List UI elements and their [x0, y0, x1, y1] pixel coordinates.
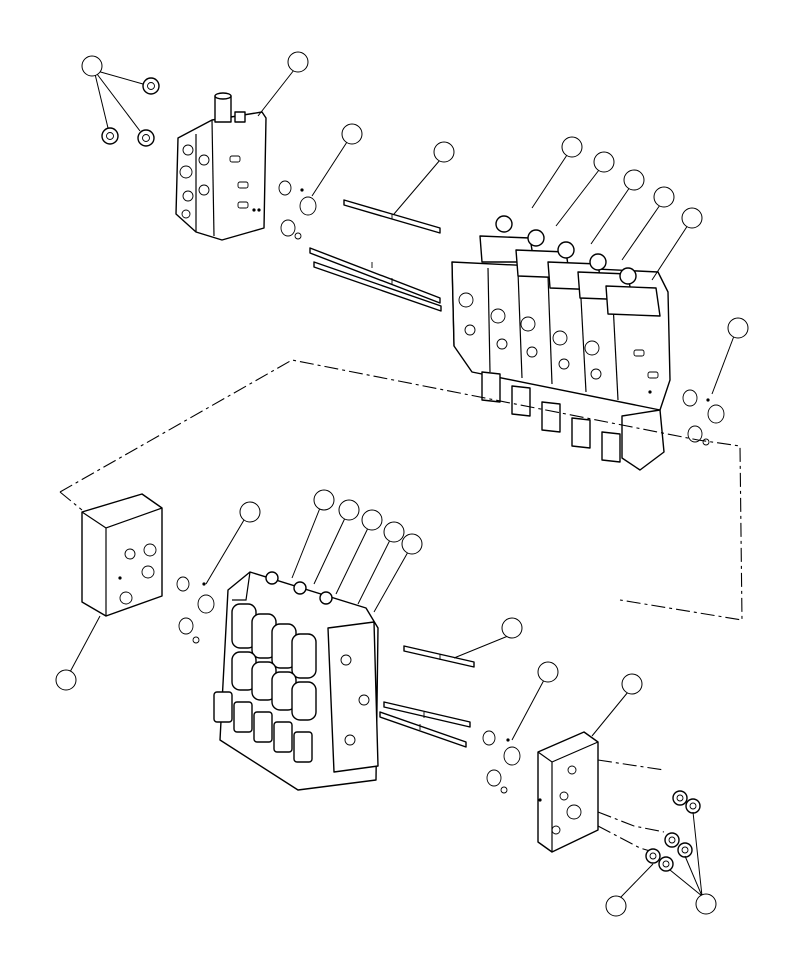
callout-bubble [605, 895, 627, 917]
tie-rods-top [309, 199, 442, 312]
callout-bubble [537, 661, 559, 683]
callout-bubble [681, 207, 703, 229]
callout-bubble [501, 617, 523, 639]
callout-bubble [287, 51, 309, 73]
tie-rods-middle [379, 645, 475, 748]
callout-bubble [401, 533, 423, 555]
o-rings-top-left [278, 180, 317, 240]
hex-nuts-top [101, 77, 160, 147]
callout-bubble [383, 521, 405, 543]
callout-bubble [593, 151, 615, 173]
callout-bubble [313, 489, 335, 511]
callout-bubble [341, 123, 363, 145]
end-cover-middle [81, 493, 163, 617]
callout-bubble [338, 499, 360, 521]
o-rings-middle-right [482, 730, 521, 794]
valve-stack-top [451, 215, 671, 471]
callout-bubble [239, 501, 261, 523]
callout-bubble [621, 673, 643, 695]
valve-stack-middle [213, 571, 379, 791]
callout-bubble [727, 317, 749, 339]
o-rings-top-right [682, 389, 725, 446]
callout-bubble [433, 141, 455, 163]
inlet-end-cover-top [175, 92, 267, 241]
callout-bubble [695, 893, 717, 915]
assembly-path-lines [59, 359, 743, 621]
hex-nuts-bottom [645, 790, 701, 872]
callout-bubble [81, 55, 103, 77]
callout-leaders [69, 69, 735, 899]
callout-bubble [623, 169, 645, 191]
callout-bubble [55, 669, 77, 691]
o-rings-middle-left [176, 576, 215, 644]
callout-bubble [361, 509, 383, 531]
callout-bubble [561, 136, 583, 158]
callout-bubble [653, 186, 675, 208]
callout-bubbles [55, 51, 749, 917]
outlet-end-cover-bottom [537, 731, 665, 855]
